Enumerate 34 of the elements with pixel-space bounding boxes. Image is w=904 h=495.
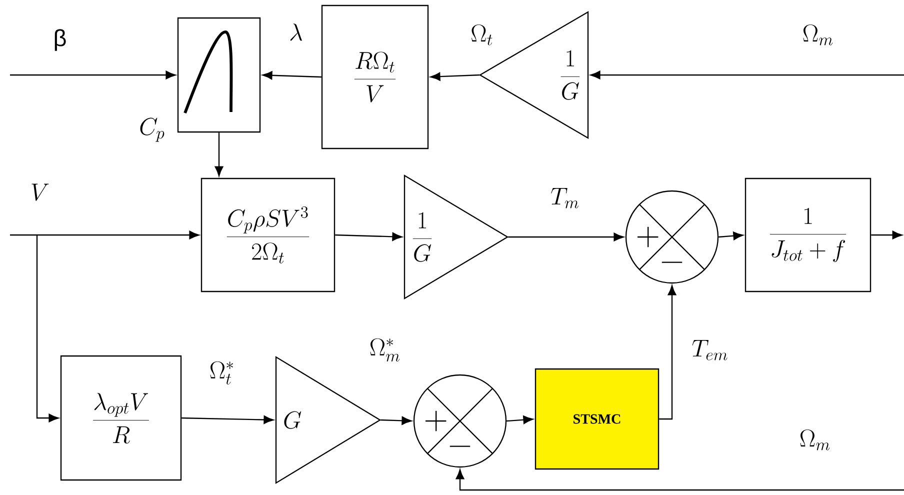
controller-box: STSMC — [534, 368, 660, 470]
arrow — [659, 285, 676, 420]
arrow — [430, 72, 480, 81]
arrow — [506, 416, 534, 424]
signal-label: $\Omega_t$ — [472, 24, 492, 46]
arrow — [871, 230, 902, 240]
transfer-function-box — [177, 17, 261, 133]
transfer-function-box: $\frac{1}{J_{tot}+f}$ — [744, 178, 872, 292]
signal-label: $\Omega_m$ — [800, 430, 830, 450]
signal-label: $\lambda$ — [290, 24, 302, 41]
arrow — [335, 232, 402, 241]
signal-label: $T_m$ — [551, 188, 578, 208]
arrow — [10, 230, 200, 240]
transfer-function-box: $\frac{R\Omega_t}{V}$ — [321, 4, 429, 150]
summing-junction — [413, 374, 507, 468]
arrow — [36, 235, 59, 422]
signal-label: $T_{em}$ — [692, 340, 728, 360]
arrow — [262, 71, 322, 80]
signal-label: $\Omega_t^*$ — [210, 361, 233, 384]
signal-label: $V$ — [32, 184, 49, 201]
transfer-function-box: $\frac{\lambda_{opt}V}{R}$ — [60, 355, 182, 481]
summing-junction — [625, 190, 719, 284]
signal-label: $C_p$ — [140, 118, 164, 142]
arrow — [456, 469, 904, 491]
arrow — [718, 232, 744, 240]
signal-label: β — [54, 29, 66, 51]
arrow — [10, 70, 176, 80]
arrow — [508, 232, 624, 242]
arrow — [590, 70, 904, 80]
transfer-function-box: $\frac{C_p\rho S V^3}{2\Omega_t}$ — [200, 178, 336, 292]
arrow — [380, 416, 412, 425]
arrow — [182, 416, 274, 424]
signal-label: $\Omega_m$ — [803, 24, 833, 46]
arrow — [214, 132, 224, 176]
